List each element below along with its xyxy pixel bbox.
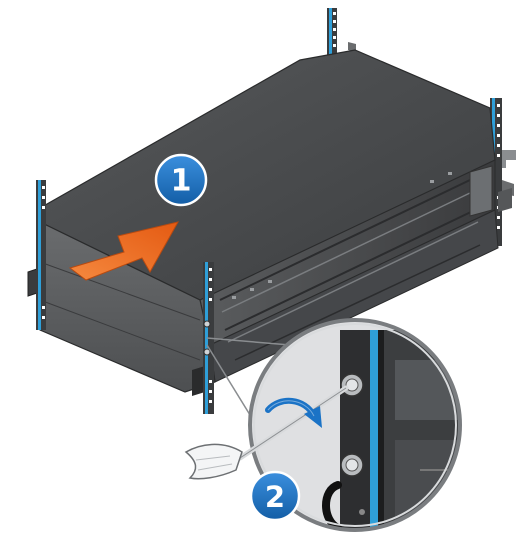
thumbscrew-upper bbox=[340, 373, 364, 397]
screwdriver-icon bbox=[184, 385, 349, 480]
zoom-detail-magnifier bbox=[248, 318, 462, 532]
thumbscrew-lower bbox=[340, 453, 364, 477]
clockwise-rotation-arrow-icon bbox=[265, 398, 322, 428]
storage-enclosure-chassis bbox=[27, 49, 512, 396]
rear-left-rack-rail bbox=[327, 8, 356, 60]
front-left-rack-rail bbox=[36, 180, 46, 330]
step-2-badge: 2 bbox=[249, 470, 301, 522]
step-2-number: 2 bbox=[265, 480, 285, 514]
step-1-badge: 1 bbox=[154, 153, 208, 207]
orange-push-arrow-icon bbox=[68, 221, 179, 281]
step-1-number: 1 bbox=[171, 164, 192, 199]
